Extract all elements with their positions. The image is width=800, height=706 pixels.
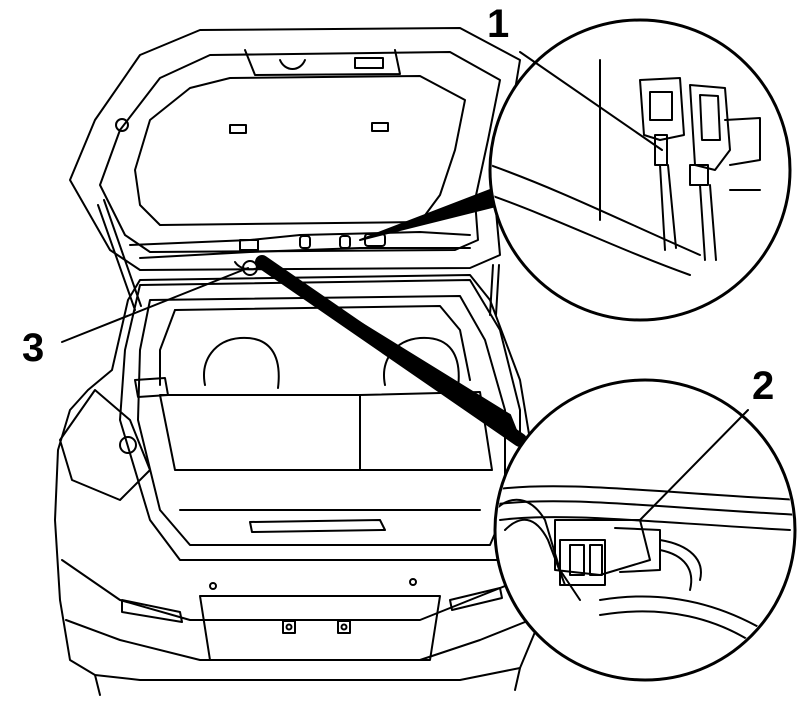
detail-pointers bbox=[255, 189, 527, 447]
tailgate bbox=[69, 27, 521, 316]
car-body bbox=[54, 274, 546, 696]
callout-2: 2 bbox=[752, 364, 775, 408]
leader-lines bbox=[61, 51, 749, 521]
callout-3: 3 bbox=[22, 326, 45, 370]
callout-1: 1 bbox=[487, 2, 510, 46]
luggage-compartment bbox=[119, 279, 521, 561]
detail-circle-2 bbox=[493, 378, 797, 682]
detail-circle-1 bbox=[488, 18, 792, 322]
